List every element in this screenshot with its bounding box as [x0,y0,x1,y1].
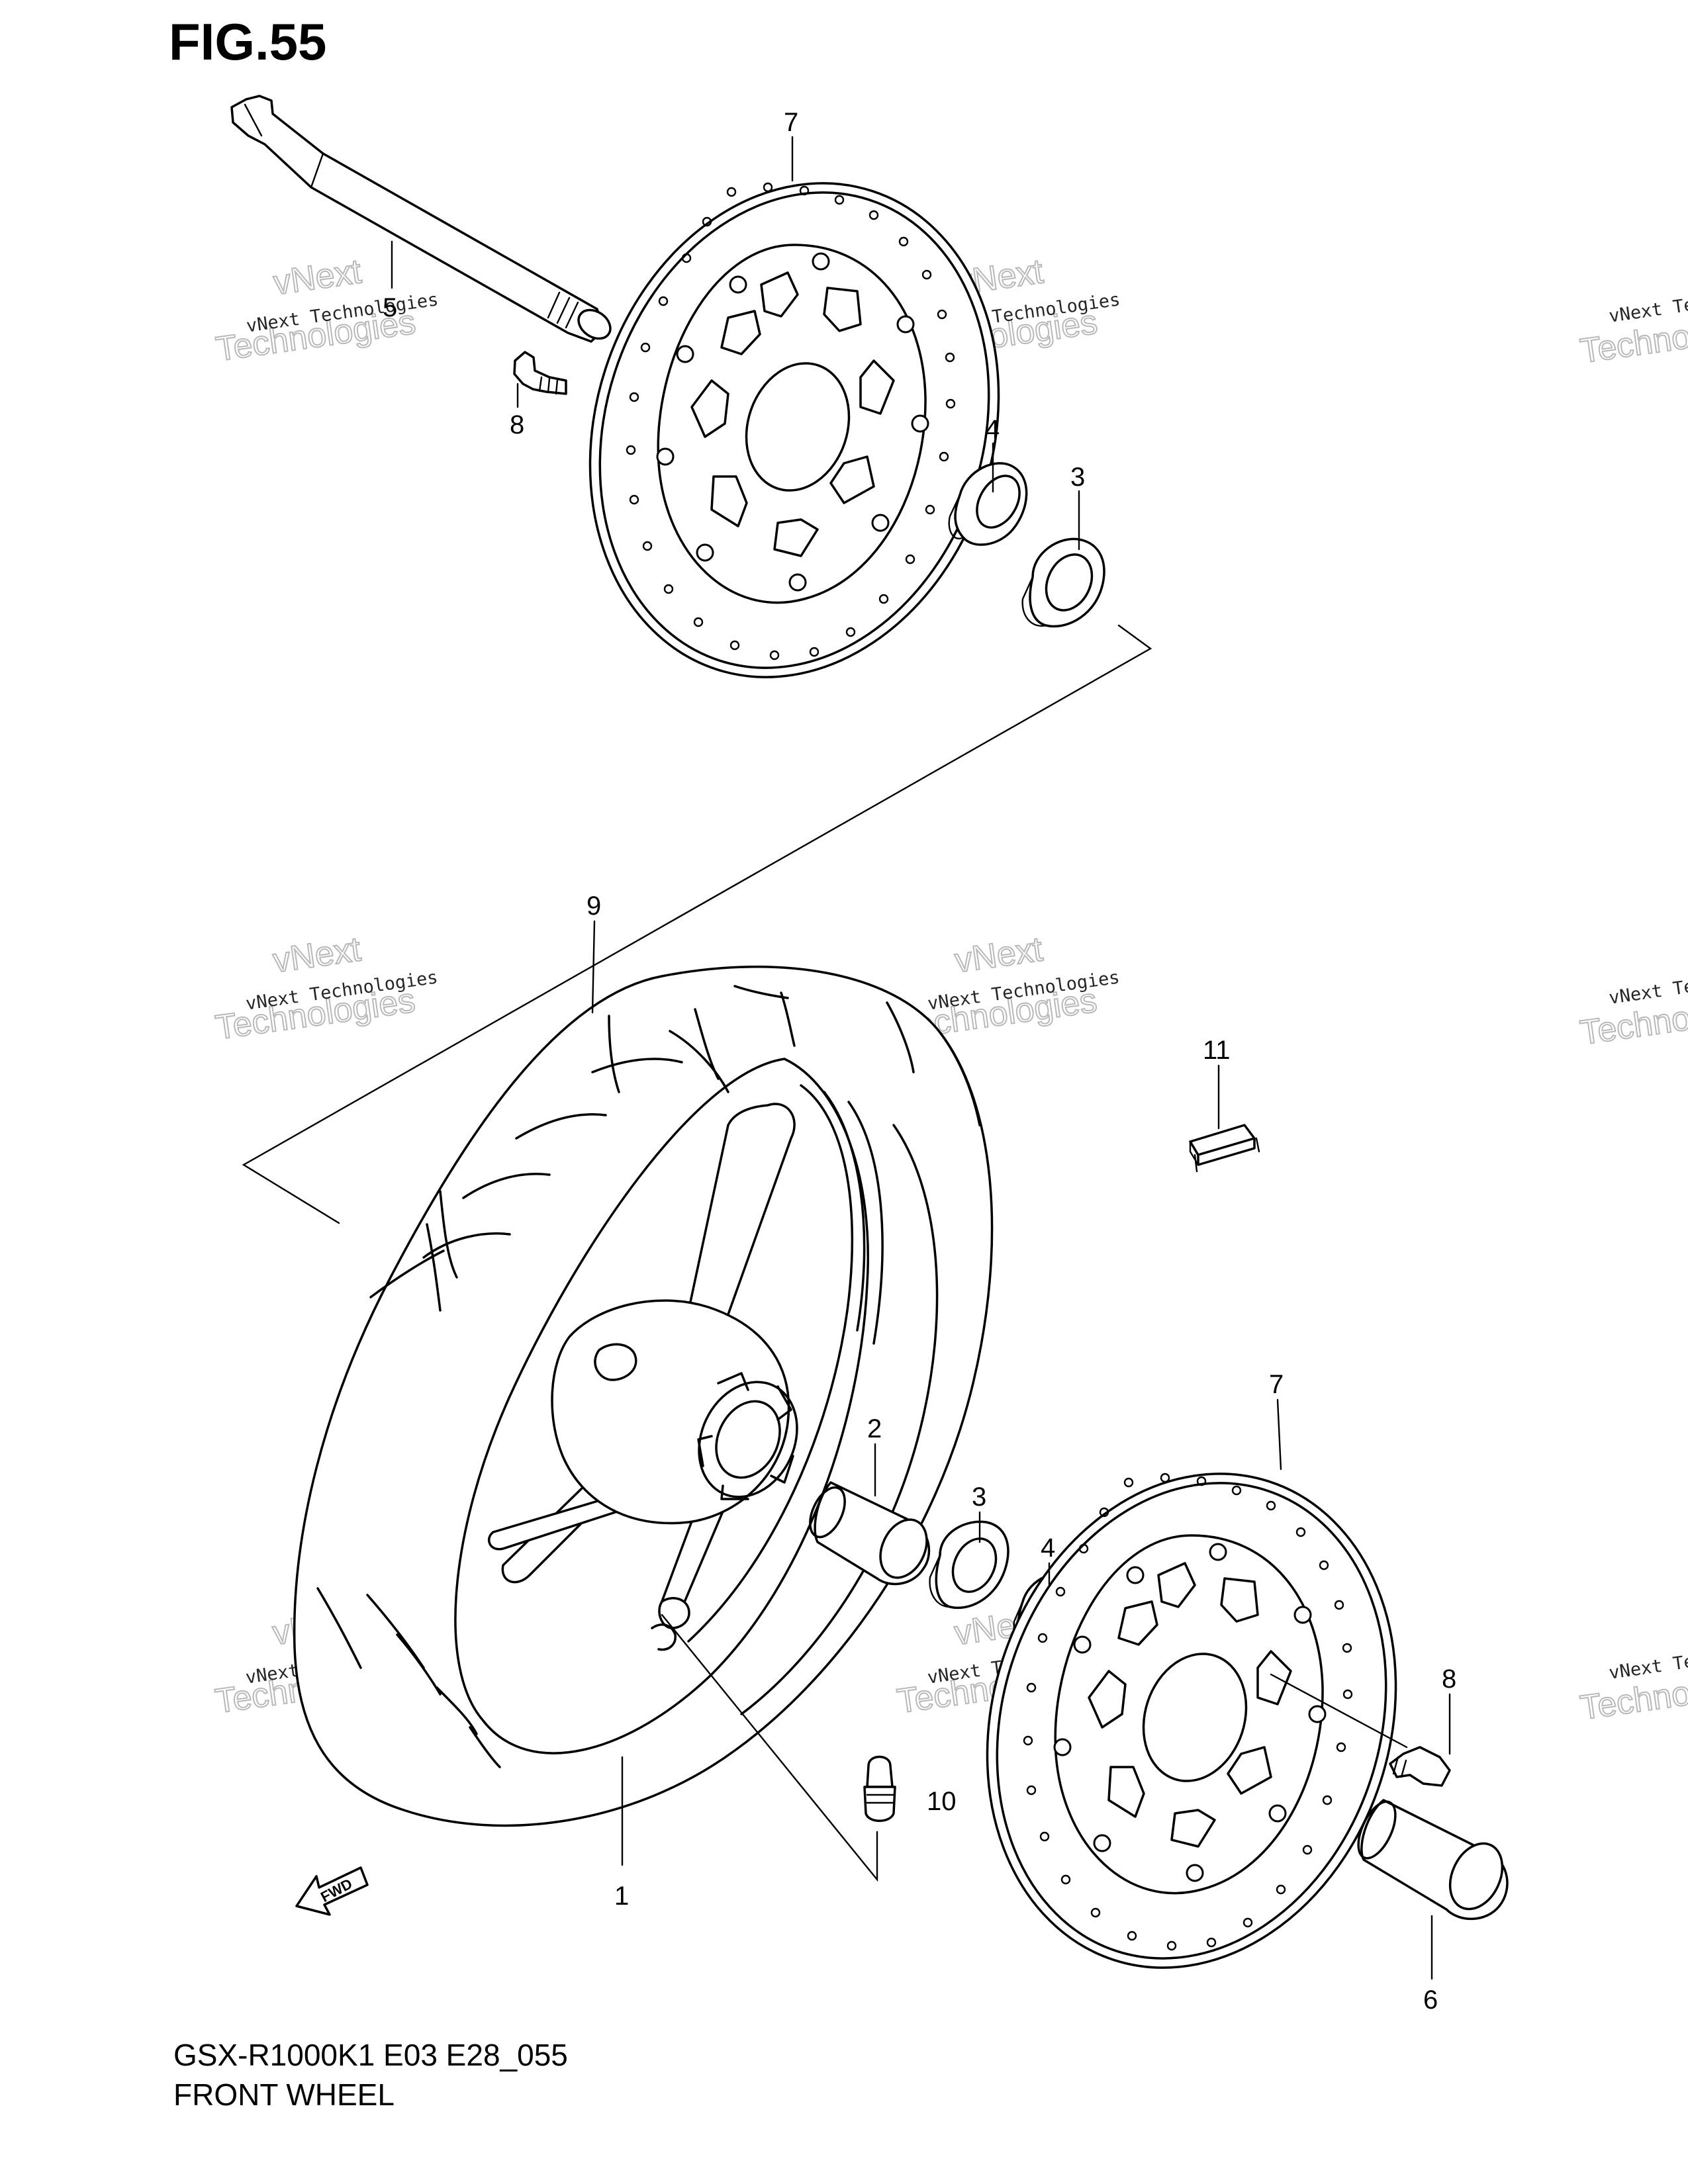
watermark-big-vnext: vNext [271,252,364,302]
callout-5: 5 [383,293,397,322]
callout-3-top: 3 [1070,463,1085,492]
part-8-disc-bolt-bottom [1270,1673,1451,1787]
section-name: FRONT WHEEL [173,2077,395,2112]
watermark-mid-right: Technologies vNext Technologies [1577,961,1688,1053]
callout-11: 11 [1203,1036,1231,1065]
part-11-balance-weight [1189,1124,1260,1173]
part-7-brake-disc-bottom [986,1473,1397,1969]
part-3-bearing-bottom [929,1520,1009,1609]
part-3-bearing-top [1021,537,1105,627]
watermark-low-right: Technologies vNext Technologies [1577,1636,1688,1728]
callout-6: 6 [1423,1985,1438,2015]
part-9-bracket-lines [242,624,1152,1224]
callout-1: 1 [614,1882,629,1911]
part-2-spacer [809,1481,931,1586]
model-code: GSX-R1000K1 E03 E28_055 [173,2038,568,2072]
watermark-big-vnext: vNext [953,930,1045,980]
callout-7-bottom: 7 [1269,1370,1284,1399]
fwd-arrow-icon: FWD [295,1866,369,1916]
part-7-brake-disc-top [588,182,1000,678]
watermark-top-left: vNext Technologies vNext Technologies [213,251,440,369]
part-1-front-wheel [293,966,994,1827]
watermark-big-vnext: vNext [271,930,363,980]
callout-8-top: 8 [510,410,524,439]
callout-9: 9 [586,891,601,921]
leader-lines [391,136,1451,1980]
part-10-air-valve [661,1614,896,1882]
watermark-top-right: Technologies vNext Technologies [1577,279,1688,371]
callout-7-top: 7 [784,108,798,137]
callout-4-top: 4 [985,415,1000,444]
part-8-disc-bolt-top [513,351,567,395]
part-5-front-axle [230,95,612,343]
callout-10: 10 [927,1787,957,1816]
watermark-mid-left: vNext Technologies vNext Technologies [212,929,439,1048]
figure-title: FIG.55 [169,13,327,71]
part-4-dust-seal-top [948,462,1028,546]
callout-3-bottom: 3 [972,1482,986,1512]
callout-4-bottom: 4 [1041,1533,1055,1563]
callout-8-bottom: 8 [1442,1664,1456,1694]
callout-labels: 7 5 8 4 3 9 11 2 3 4 7 8 10 1 6 [383,108,1456,2015]
callout-2: 2 [867,1414,882,1443]
part-6-spacer [1357,1799,1509,1921]
